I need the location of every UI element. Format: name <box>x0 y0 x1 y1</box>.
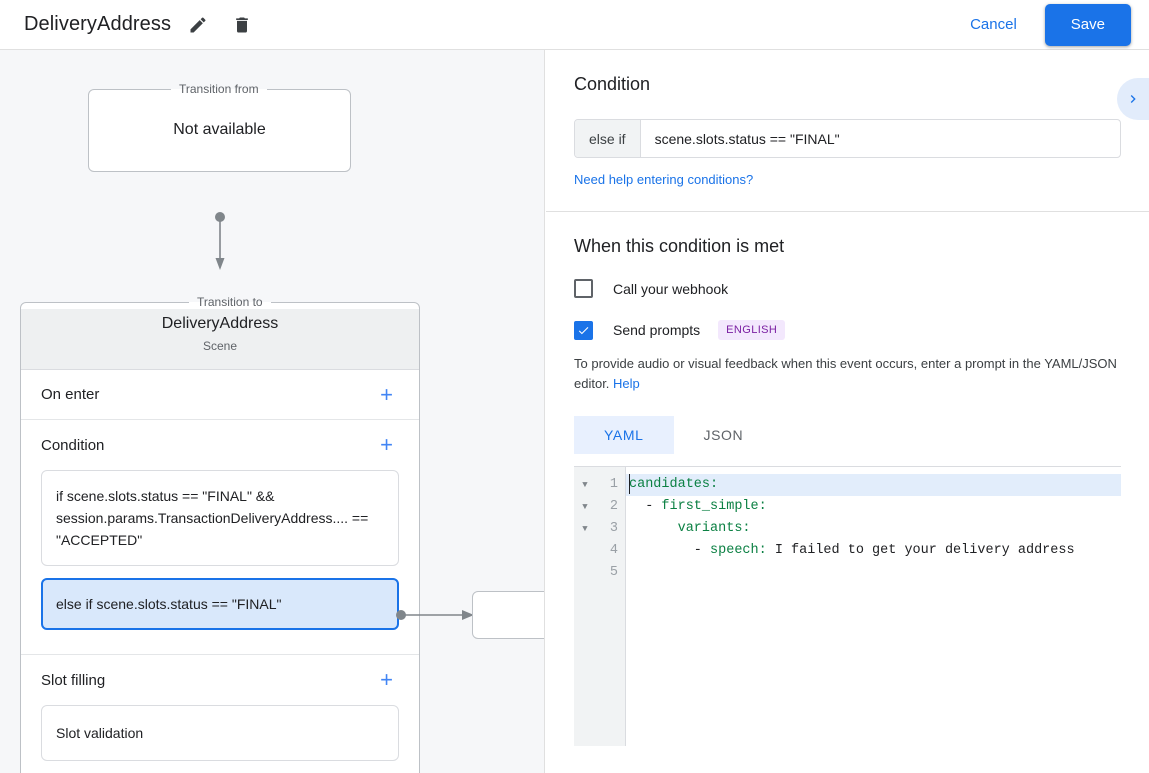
fold-toggle-icon[interactable]: ▼ <box>582 524 588 534</box>
condition-prefix: else if <box>575 120 641 157</box>
top-bar: DeliveryAddress Cancel Save <box>0 0 1149 50</box>
condition-heading: Condition <box>574 74 651 94</box>
pencil-icon-glyph <box>190 16 206 32</box>
line-number: 1 <box>609 477 618 492</box>
save-button[interactable]: Save <box>1044 3 1131 46</box>
transition-connector-arrow <box>215 212 225 270</box>
fold-gutter-blank <box>574 540 596 562</box>
code-line[interactable]: variants: <box>677 521 751 536</box>
webhook-checkbox[interactable] <box>574 279 593 298</box>
check-icon <box>578 326 589 334</box>
target-node-stub[interactable] <box>472 591 544 639</box>
editor-line-numbers: 1 2 3 4 5 <box>596 467 626 746</box>
section-header-condition[interactable]: Condition + <box>21 420 419 470</box>
scene-type: Scene <box>202 339 238 353</box>
code-line[interactable]: candidates: <box>626 474 1121 496</box>
section-slot-filling: Slot filling + Slot validation Transacti… <box>21 655 419 773</box>
section-condition: Condition + if scene.slots.status == "FI… <box>21 420 419 655</box>
section-header-slot-filling[interactable]: Slot filling + <box>21 655 419 705</box>
send-prompts-checkbox-row[interactable]: Send prompts ENGLISH <box>574 320 1121 340</box>
transition-from-node[interactable]: Transition from Not available <box>88 82 351 172</box>
line-number: 4 <box>609 543 618 558</box>
fold-toggle-icon[interactable]: ▼ <box>582 502 588 512</box>
trash-icon-glyph <box>236 17 248 32</box>
section-title-on-enter: On enter <box>41 386 100 403</box>
condition-card-if[interactable]: if scene.slots.status == "FINAL" && sess… <box>41 470 399 566</box>
editor-code-area[interactable]: candidates: - first_simple: variants: - … <box>626 467 1121 746</box>
line-number: 3 <box>609 521 618 536</box>
transition-to-node[interactable]: Transition to DeliveryAddress Scene On e… <box>20 295 420 773</box>
tab-yaml[interactable]: YAML <box>574 416 674 454</box>
add-on-enter-button[interactable]: + <box>380 381 393 407</box>
trash-icon[interactable] <box>225 8 259 42</box>
prompts-hint-text: To provide audio or visual feedback when… <box>574 356 1117 391</box>
section-on-enter[interactable]: On enter + <box>21 370 419 420</box>
transition-from-legend: Transition from <box>179 82 259 96</box>
details-panel: Condition else if Need help entering con… <box>546 50 1149 773</box>
page-title: DeliveryAddress <box>24 13 172 35</box>
prompts-hint: To provide audio or visual feedback when… <box>574 354 1121 394</box>
scene-name: DeliveryAddress <box>161 315 279 332</box>
condition-input-row[interactable]: else if <box>574 119 1121 158</box>
webhook-checkbox-row[interactable]: Call your webhook <box>574 279 1121 298</box>
condition-section: Condition else if Need help entering con… <box>546 50 1149 212</box>
scene-card-header: DeliveryAddress Scene <box>21 309 419 370</box>
fold-gutter-blank <box>574 562 596 584</box>
scene-graph-canvas[interactable]: Transition from Not available Transition… <box>0 50 545 773</box>
transition-from-value: Not available <box>173 120 266 138</box>
cancel-button[interactable]: Cancel <box>956 8 1031 41</box>
editor-format-tabs: YAML JSON <box>574 416 1121 454</box>
fold-toggle-icon[interactable]: ▼ <box>582 480 588 490</box>
condition-expression-input[interactable] <box>640 120 1120 157</box>
line-number: 2 <box>609 499 618 514</box>
prompts-help-link[interactable]: Help <box>613 376 640 391</box>
add-slot-filling-button[interactable]: + <box>380 667 393 692</box>
condition-help-link[interactable]: Need help entering conditions? <box>574 172 754 187</box>
condition-target-connector <box>396 610 474 620</box>
chevron-right-icon-glyph <box>1130 95 1136 103</box>
top-bar-actions: Cancel Save <box>956 3 1149 46</box>
condition-card-else-if[interactable]: else if scene.slots.status == "FINAL" <box>41 578 399 630</box>
tab-json[interactable]: JSON <box>703 427 744 443</box>
chevron-right-icon[interactable] <box>1117 78 1149 120</box>
section-title-condition: Condition <box>41 436 105 454</box>
line-number: 5 <box>609 565 618 580</box>
text-caret <box>629 474 630 494</box>
code-line[interactable] <box>626 562 1121 584</box>
when-met-heading: When this condition is met <box>574 236 785 256</box>
send-prompts-checkbox[interactable] <box>574 320 593 340</box>
pencil-icon[interactable] <box>181 8 215 42</box>
section-title-slot-filling: Slot filling <box>41 671 106 689</box>
language-badge: ENGLISH <box>718 320 786 340</box>
when-condition-met-section: When this condition is met Call your web… <box>546 212 1149 768</box>
send-prompts-label: Send prompts <box>613 322 701 338</box>
transition-to-legend: Transition to <box>197 295 263 309</box>
code-line[interactable]: - speech: I failed to get your delivery … <box>629 543 1075 558</box>
editor-fold-gutter[interactable]: ▼ ▼ ▼ <box>574 467 596 746</box>
webhook-label: Call your webhook <box>613 280 729 297</box>
code-line[interactable]: - first_simple: <box>629 499 767 514</box>
slot-card-slot-validation[interactable]: Slot validation <box>41 705 399 761</box>
add-condition-button[interactable]: + <box>380 432 393 457</box>
yaml-editor[interactable]: ▼ ▼ ▼ 1 2 3 4 5 candidates: - first_simple: va… <box>574 466 1121 746</box>
